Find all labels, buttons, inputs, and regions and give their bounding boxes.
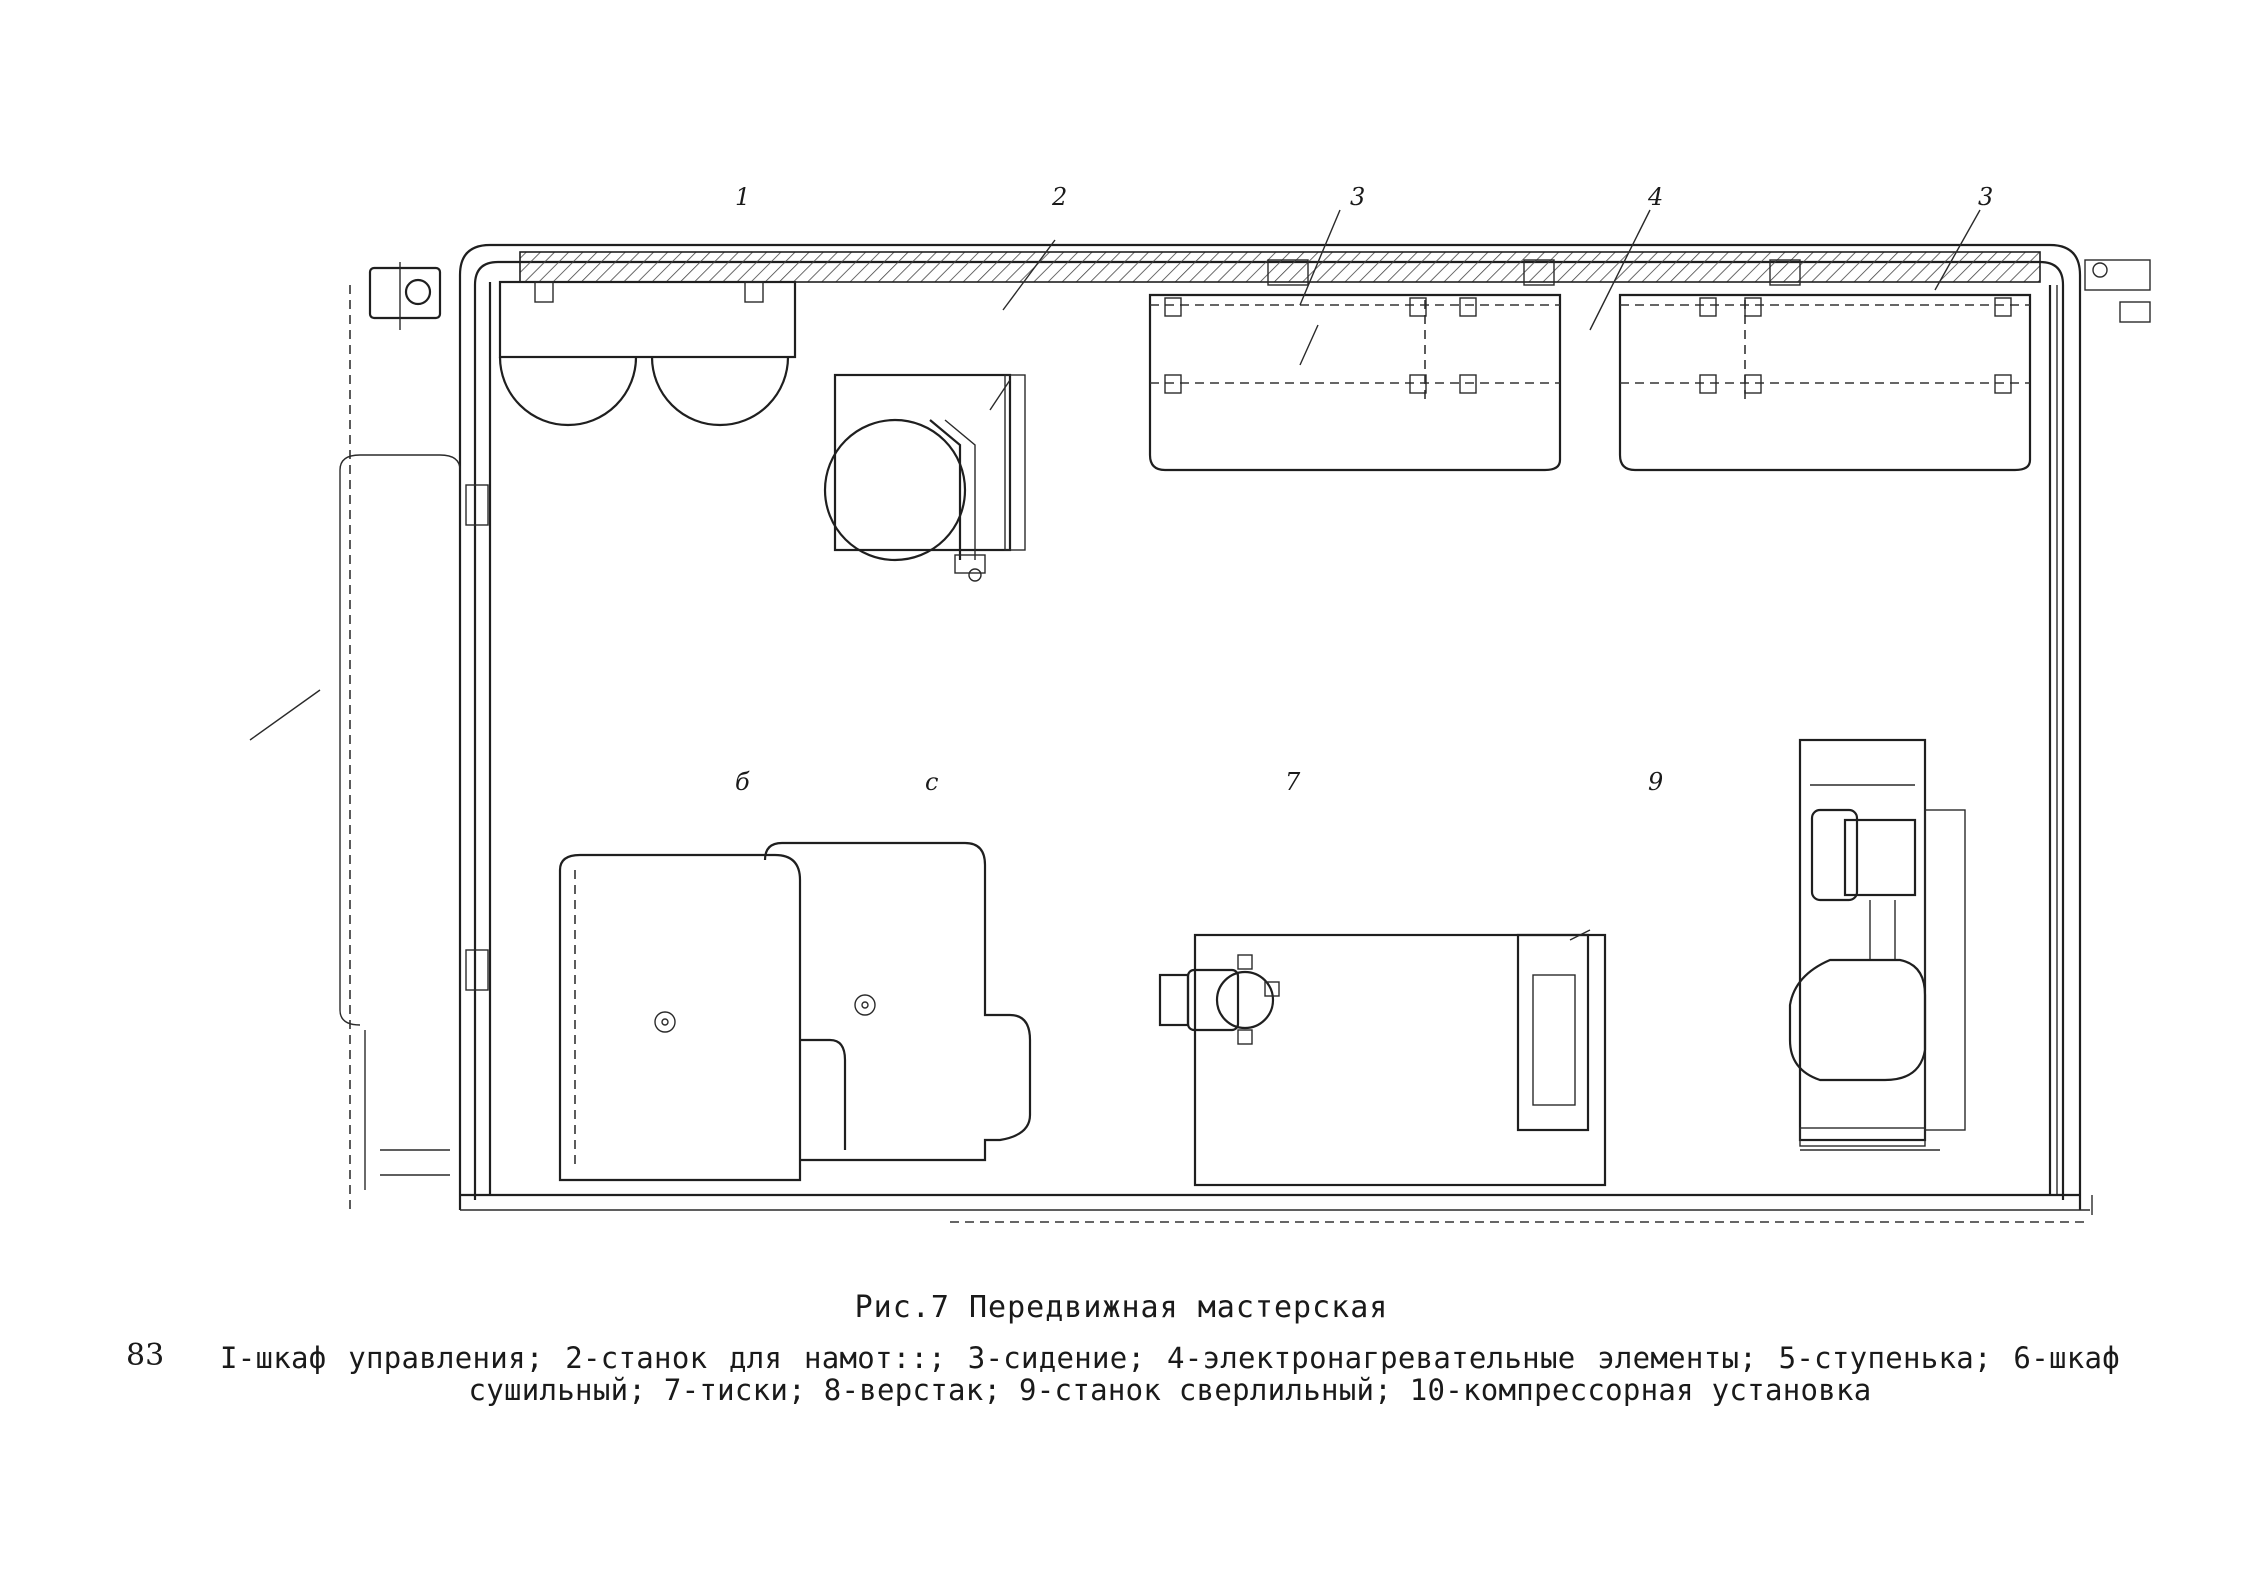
figure-caption: Рис.7 Передвижная мастерская: [854, 1290, 1389, 1325]
drill-press: [1788, 738, 1966, 1151]
callout-9: 9: [1648, 768, 1663, 796]
workbench: [1193, 929, 1607, 1187]
control-cabinet: [498, 280, 797, 427]
vehicle-body-wall: [458, 243, 2093, 1223]
right-bracket: [2084, 259, 2151, 323]
callout-1: 1: [735, 183, 750, 211]
seat-right: [1618, 293, 2032, 472]
roof-insulation: [519, 251, 2041, 283]
figure-legend: I-шкаф управления; 2-станок для намот::;…: [220, 1341, 2120, 1407]
callout-labels: 1 2 3 4 3 б с 7 9: [735, 183, 1993, 796]
winding-machine: [823, 373, 1026, 582]
step-unit: [763, 841, 1032, 1162]
seat-left: [1148, 293, 1562, 472]
callout-3-right: 3: [1978, 183, 1993, 211]
callout-2: 2: [1051, 183, 1067, 211]
left-door-frame: [249, 262, 492, 1215]
callout-step: б: [735, 768, 750, 796]
callout-drying-cabinet: с: [925, 768, 938, 796]
page-marker: 83: [126, 1338, 165, 1373]
leader-lines: [989, 209, 1981, 411]
drying-cabinet: [558, 853, 802, 1182]
callout-3-left: 3: [1350, 183, 1365, 211]
heater-strip: [1267, 259, 1801, 286]
bench-vise: [1158, 954, 1280, 1045]
callout-7: 7: [1285, 768, 1301, 796]
callout-4: 4: [1647, 183, 1663, 211]
